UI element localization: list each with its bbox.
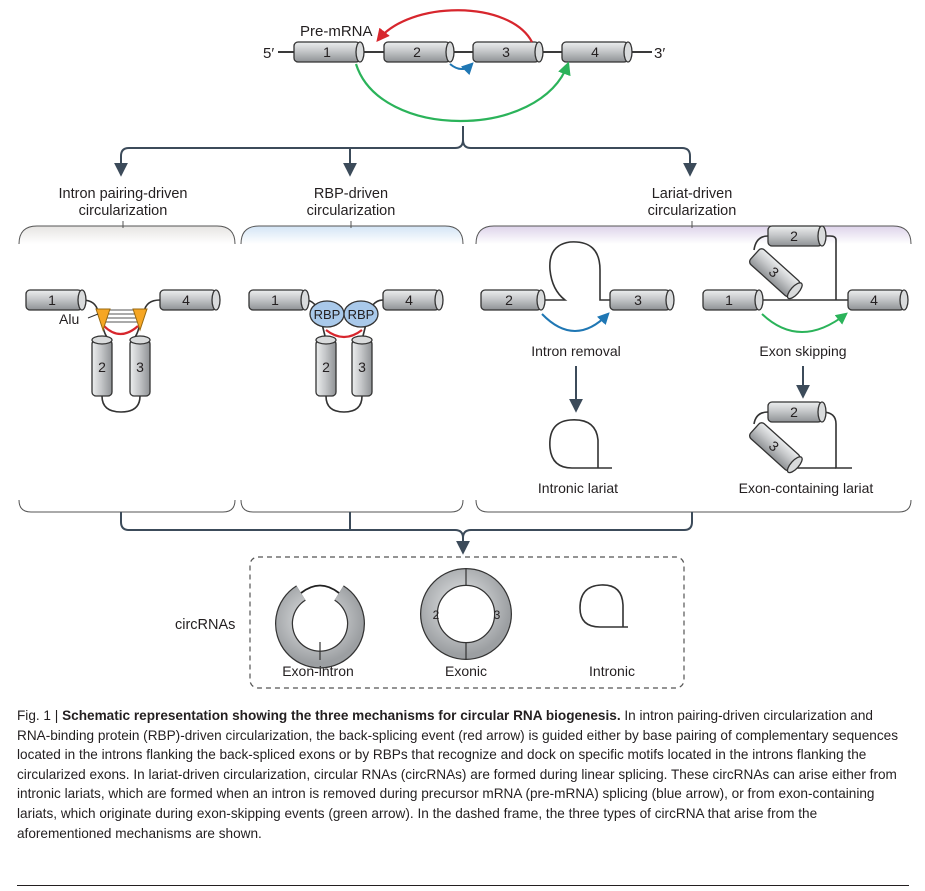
exon-containing-lariat-label: Exon-containing lariat [739,480,874,496]
circrna-exon-intron-label: Exon-intron [282,663,354,679]
backsplicing-red-arrow [376,9,533,43]
panel-rbp [240,221,464,513]
ip-exon-1-label: 1 [48,292,56,308]
panel-intron-pairing [18,221,236,513]
skip-exon-4-label: 4 [870,292,878,308]
ip-exon-4: 4 [159,289,221,311]
premrna-exon-2: 2 [383,41,455,63]
circrna-exon-intron: Exon-intron [275,584,365,679]
rbp-label-left: RBP [314,307,341,322]
ip-exon-1: 1 [25,289,87,311]
three-prime-label: 3′ [654,45,665,62]
caption-prefix: Fig. 1 | [17,708,63,723]
premrna-label: Pre-mRNA [300,23,373,40]
rbp-exon-3: 3 [351,335,373,397]
lariat-exon-3: 3 [609,289,675,311]
circrna-exonic-label: Exonic [445,663,487,679]
lariat-exon-2: 2 [480,289,546,311]
alu-element-left [95,308,111,332]
rbp-exon-2: 2 [315,335,337,397]
rbp-exon-3-label: 3 [358,359,366,375]
ecl-exon-2: 2 [767,401,827,423]
premrna-diagram: Pre-mRNA 5′ 3′ 1 2 3 4 [263,9,665,123]
intron-pairing-title-1: Intron pairing-driven [59,186,188,202]
circrna-exonic-exon-2-label: 2 [433,608,440,622]
ip-exon-3: 3 [129,335,151,397]
figure-caption: Fig. 1 | Schematic representation showin… [17,706,909,843]
lariat-title-2: circularization [648,203,737,219]
circrna-intronic-label: Intronic [589,663,635,679]
skip-exon-1-label: 1 [725,292,733,308]
bottom-rule [17,885,909,886]
lariat-green-arrow [761,312,848,333]
five-prime-label: 5′ [263,45,274,62]
skip-exon-3-tilted: 3 [748,248,803,300]
ip-exon-2-label: 2 [98,359,106,375]
ecl-exon-2-label: 2 [790,404,798,420]
intron-pairing-title-2: circularization [79,203,168,219]
rbp-label-right: RBP [348,307,375,322]
alu-label: Alu [59,311,79,327]
rbp-title-1: RBP-driven [314,186,388,202]
lariat-exon-3-label: 3 [634,292,642,308]
circrna-exonic: 2 3 Exonic [420,568,512,679]
exon-skipping-label: Exon skipping [759,343,846,359]
rbp-protein-right: RBP [343,300,379,328]
premrna-exon-2-label: 2 [413,44,421,60]
rbp-exon-2-label: 2 [322,359,330,375]
intron-pairing-diagram: Alu 1 4 2 3 [25,289,221,413]
intron-loop [541,241,610,301]
premrna-exon-3-label: 3 [502,44,510,60]
rbp-diagram: RBP RBP 1 4 2 3 [248,289,444,413]
skip-exon-4: 4 [847,289,909,311]
intron-removal-blue-arrow [449,62,474,76]
lariat-exon-2-label: 2 [505,292,513,308]
ip-exon-3-label: 3 [136,359,144,375]
exon-skipping-green-arrow [354,61,571,123]
circrnas-label: circRNAs [175,617,235,633]
rbp-protein-left: RBP [309,300,345,328]
premrna-exon-1-label: 1 [323,44,331,60]
circrnas-box: circRNAs Exon-intron 2 3 Exonic Intronic [175,556,685,689]
caption-body: In intron pairing-driven circularization… [17,708,898,841]
converge-connector [120,512,693,555]
circrna-intronic: Intronic [579,584,635,679]
premrna-exon-4: 4 [561,41,633,63]
intronic-lariat-label: Intronic lariat [538,480,618,496]
skip-exon-1: 1 [702,289,764,311]
caption-title: Schematic representation showing the thr… [62,708,621,723]
intron-removal-label: Intron removal [531,343,620,359]
premrna-exon-4-label: 4 [591,44,599,60]
skip-exon-2-label: 2 [790,228,798,244]
figure-diagram: Pre-mRNA 5′ 3′ 1 2 3 4 [18,9,912,689]
ecl-exon-3: 3 [748,422,803,474]
lariat-exon-skipping-diagram: 2 3 1 4 Exon skipping 2 [702,225,909,496]
rbp-exon-4: 4 [382,289,444,311]
lariat-title-1: Lariat-driven [652,186,733,202]
ip-exon-2: 2 [91,335,113,397]
alu-element-right [132,308,148,332]
rbp-exon-1-label: 1 [271,292,279,308]
skip-exon-2-top: 2 [767,225,827,247]
branch-connector [114,126,697,177]
lariat-blue-arrow [541,312,610,332]
ip-exon-4-label: 4 [182,292,190,308]
rbp-exon-4-label: 4 [405,292,413,308]
rbp-title-2: circularization [307,203,396,219]
intronic-lariat-shape [549,419,612,469]
premrna-exon-3: 3 [472,41,544,63]
premrna-exon-1: 1 [293,41,365,63]
circrna-exonic-exon-3-label: 3 [494,608,501,622]
lariat-intron-removal-diagram: 2 3 Intron removal Intronic lariat [480,241,675,496]
rbp-exon-1: 1 [248,289,310,311]
